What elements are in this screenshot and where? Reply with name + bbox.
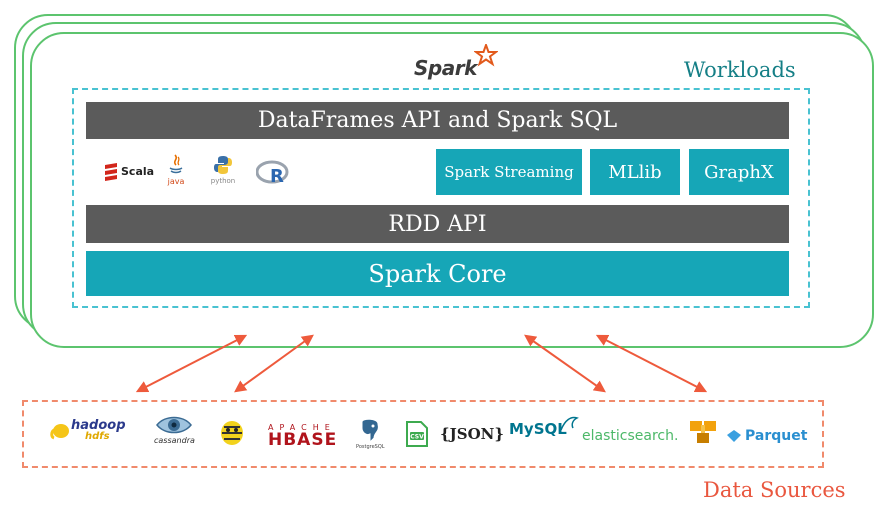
s3-bucket-icon (690, 421, 716, 443)
scala-logo: Scala (104, 161, 154, 181)
hive-bee-icon (221, 421, 243, 445)
hdfs-label: hdfs (85, 431, 110, 442)
cassandra-eye-icon (156, 416, 193, 434)
graphx-module: GraphX (689, 149, 789, 195)
java-icon (169, 154, 183, 174)
python-logo: python (208, 155, 238, 185)
workloads-label: Workloads (684, 58, 796, 82)
spark-logo-text: Spark (414, 56, 477, 80)
mysql-label: MySQL (509, 420, 567, 438)
mysql-logo: MySQL (509, 416, 579, 438)
parquet-diamond-icon (727, 430, 741, 442)
spark-stack-boundary (72, 88, 810, 308)
parquet-label: Parquet (745, 428, 808, 444)
r-label: R (270, 166, 284, 186)
scala-label: Scala (121, 164, 155, 178)
data-sources-boundary (22, 400, 824, 468)
hive-logo (218, 418, 248, 450)
arrow-elasticsearch (524, 334, 606, 393)
arrow-parquet (595, 334, 708, 393)
scala-icon (105, 163, 117, 181)
csv-label: CSV (410, 434, 424, 441)
csv-logo: CSV (404, 420, 430, 448)
dataframes-sql-layer: DataFrames API and Spark SQL (86, 102, 789, 139)
s3-logo (688, 417, 718, 447)
mllib-module: MLlib (590, 149, 680, 195)
hbase-logo: APACHE HBASE (268, 423, 337, 449)
hadoop-label: hadoop (71, 418, 126, 433)
spark-star-icon (474, 44, 498, 67)
rdd-api-layer: RDD API (86, 205, 789, 243)
data-sources-label: Data Sources (703, 478, 846, 502)
mysql-dolphin-icon (560, 416, 579, 431)
hbase-apache-label: APACHE (268, 423, 336, 432)
java-label: java (167, 177, 185, 186)
postgresql-label: PostgreSQL (356, 444, 385, 450)
spark-streaming-module: Spark Streaming (436, 149, 582, 195)
csv-file-icon: CSV (406, 421, 428, 447)
r-logo: R (255, 160, 290, 190)
spark-core-layer: Spark Core (86, 251, 789, 296)
arrow-hadoop (135, 334, 248, 393)
hadoop-elephant-icon (50, 424, 69, 440)
json-logo: {JSON} (440, 425, 504, 443)
postgresql-logo: PostgreSQL (356, 418, 385, 450)
cassandra-label: cassandra (154, 436, 195, 445)
parquet-logo: Parquet (726, 428, 807, 444)
postgresql-elephant-icon (361, 418, 380, 444)
python-label: python (210, 177, 236, 185)
cassandra-logo: cassandra (154, 414, 195, 445)
python-icon (214, 156, 232, 174)
arrow-cassandra (234, 334, 314, 393)
hbase-label: HBASE (268, 430, 338, 450)
java-logo: java (164, 154, 188, 186)
hadoop-hdfs-logo: hadoop hdfs (50, 418, 126, 442)
elasticsearch-logo: elasticsearch. (582, 428, 679, 444)
r-icon: R (255, 160, 289, 187)
